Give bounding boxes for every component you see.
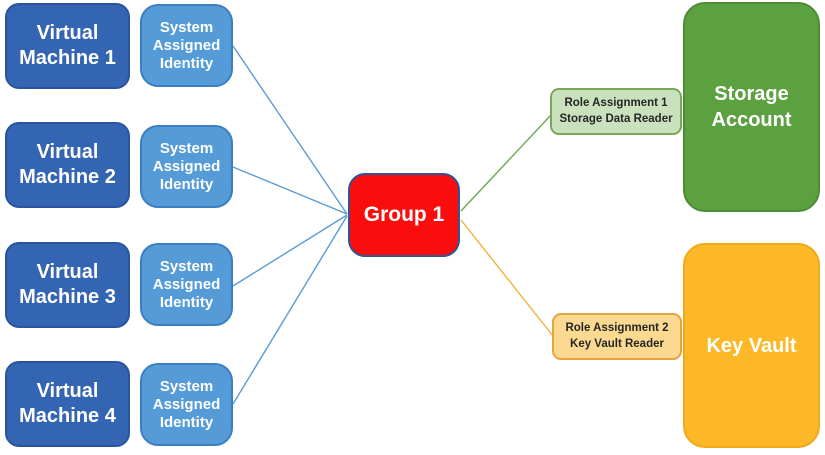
vm-label-4: Virtual Machine 4 (19, 380, 116, 427)
identity-label-3: System Assigned Identity (152, 257, 221, 311)
connector-identity1-to-group (232, 45, 348, 215)
group-box: Group 1 (348, 173, 460, 257)
group-label: Group 1 (363, 203, 445, 226)
connector-identity3-to-group (232, 214, 348, 287)
vm-label-2: Virtual Machine 2 (19, 141, 116, 188)
role-assignment-1-title: Role Assignment 1 (564, 96, 668, 109)
identity-label-2: System Assigned Identity (152, 139, 221, 193)
identity-label-1: System Assigned Identity (152, 18, 221, 72)
identity-box-1: System Assigned Identity (140, 4, 233, 87)
storage-account-label: Storage Account (711, 83, 792, 131)
key-vault-label: Key Vault (706, 334, 797, 357)
role-assignment-2-title: Role Assignment 2 (565, 321, 669, 334)
vm-label-1: Virtual Machine 1 (19, 22, 116, 69)
connector-identity2-to-group (232, 166, 348, 215)
vm-label-3: Virtual Machine 3 (19, 261, 116, 308)
storage-account-box: Storage Account (683, 2, 820, 212)
identity-box-4: System Assigned Identity (140, 363, 233, 446)
identity-label-4: System Assigned Identity (152, 377, 221, 431)
role-assignment-1-box: Role Assignment 1 Storage Data Reader (550, 88, 682, 135)
connector-identity4-to-group (232, 215, 348, 405)
vm-box-4: Virtual Machine 4 (5, 361, 130, 447)
connector-group-to-role2 (460, 219, 554, 337)
identity-box-2: System Assigned Identity (140, 125, 233, 208)
connector-group-to-role1 (460, 114, 552, 212)
vm-box-2: Virtual Machine 2 (5, 122, 130, 208)
vm-box-1: Virtual Machine 1 (5, 3, 130, 89)
key-vault-box: Key Vault (683, 243, 820, 448)
role-assignment-2-role: Key Vault Reader (570, 337, 664, 350)
role-assignment-1-role: Storage Data Reader (559, 112, 673, 125)
vm-box-3: Virtual Machine 3 (5, 242, 130, 328)
identity-box-3: System Assigned Identity (140, 243, 233, 326)
role-assignment-2-box: Role Assignment 2 Key Vault Reader (552, 313, 682, 360)
